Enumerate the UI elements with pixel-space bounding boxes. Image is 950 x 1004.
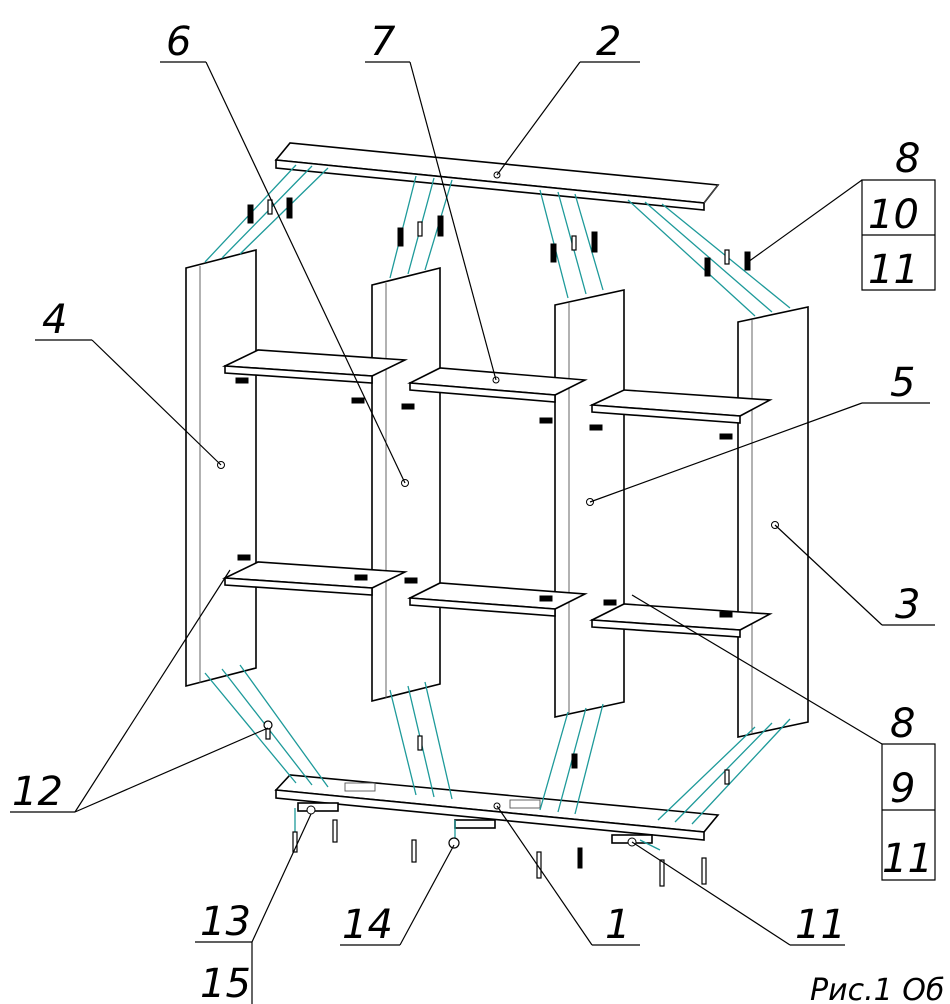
leader-lines bbox=[10, 61, 936, 1004]
left-side-panel bbox=[185, 248, 257, 688]
label-plinth: 11 bbox=[795, 902, 846, 948]
right-inner-partition bbox=[554, 289, 625, 718]
bottom-panel bbox=[274, 774, 720, 844]
assembly-connectors bbox=[204, 164, 791, 851]
label-confirmat-bottom: 8 bbox=[890, 701, 915, 747]
label-confirmat-bottom-a: 9 bbox=[890, 766, 915, 812]
shelves bbox=[221, 349, 773, 638]
label-dowel: 12 bbox=[12, 769, 63, 815]
left-inner-partition bbox=[371, 266, 441, 703]
hardware bbox=[235, 197, 751, 887]
part-labels: 2 6 7 4 5 3 8 10 11 8 9 11 12 13 15 14 1… bbox=[12, 19, 944, 1004]
label-left-side-panel: 4 bbox=[42, 297, 67, 343]
label-leveler: 14 bbox=[342, 902, 393, 948]
label-right-inner-partition: 5 bbox=[890, 360, 915, 406]
label-foot-b: 15 bbox=[200, 961, 251, 1004]
label-left-inner-partition: 6 bbox=[166, 19, 191, 65]
label-center-shelf: 7 bbox=[370, 19, 396, 65]
label-bottom-panel: 1 bbox=[605, 902, 630, 948]
label-confirmat-bottom-b: 11 bbox=[882, 836, 933, 882]
label-foot-a: 13 bbox=[200, 899, 251, 945]
label-confirmat-top: 8 bbox=[895, 136, 920, 182]
label-confirmat-top-b: 11 bbox=[868, 247, 919, 293]
label-top-panel: 2 bbox=[596, 19, 621, 65]
label-confirmat-top-a: 10 bbox=[868, 192, 919, 238]
right-side-panel bbox=[737, 306, 809, 738]
top-panel bbox=[274, 142, 720, 211]
figure-caption: Рис.1 Об bbox=[810, 973, 944, 1004]
label-right-side-panel: 3 bbox=[895, 582, 920, 628]
